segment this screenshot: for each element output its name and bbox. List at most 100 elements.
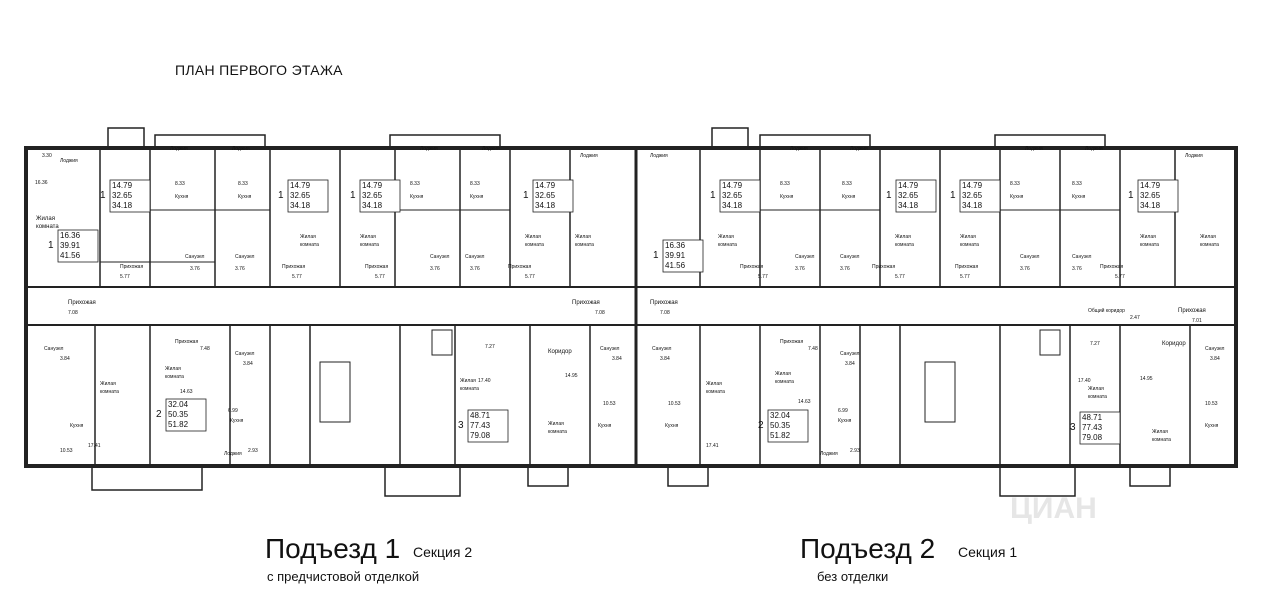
room-label: комната xyxy=(548,429,567,435)
room-label: комната xyxy=(1140,242,1159,248)
stairwell xyxy=(319,361,351,423)
area-label: 14.63 xyxy=(180,389,193,395)
apartment-area-box xyxy=(467,409,509,443)
area-label: 3.76 xyxy=(795,266,805,272)
area-label: 7.48 xyxy=(200,346,210,352)
apartment-living-area: 14.79 xyxy=(1140,181,1161,190)
room-label: Жилая xyxy=(300,234,316,240)
room-label: Санузел xyxy=(185,254,205,260)
area-label: 3.30 xyxy=(42,153,52,159)
room-label: Кухня xyxy=(838,418,852,424)
apartment-area-box xyxy=(57,229,99,263)
area-label: 3.76 xyxy=(840,266,850,272)
apartment-full-area: 34.18 xyxy=(898,201,919,210)
room-label: Лоджия xyxy=(1185,153,1203,159)
area-label: 3.84 xyxy=(243,361,253,367)
room-label: Жилая xyxy=(575,234,591,240)
room-label: комната xyxy=(1088,394,1107,400)
loggia xyxy=(389,134,501,149)
room-label: Кухня xyxy=(1010,194,1024,200)
room-label: Санузел xyxy=(652,346,672,352)
apartment-living-area: 14.79 xyxy=(290,181,311,190)
area-label: 5.77 xyxy=(960,274,970,280)
apartment-total-area: 50.35 xyxy=(770,421,791,430)
area-label: 8.33 xyxy=(842,181,852,187)
room-label: комната xyxy=(36,224,59,230)
room-label: Лоджия xyxy=(224,451,242,457)
area-label: 8.33 xyxy=(1072,181,1082,187)
apartment-full-area: 34.18 xyxy=(112,201,133,210)
room-label: Лоджия xyxy=(60,158,78,164)
room-label: Жилая xyxy=(360,234,376,240)
apartment-living-area: 14.79 xyxy=(898,181,919,190)
area-label: 8.33 xyxy=(410,181,420,187)
area-label: 5.77 xyxy=(895,274,905,280)
area-label: 8.33 xyxy=(1010,181,1020,187)
area-label: 8.33 xyxy=(780,181,790,187)
entrance-2-section: Секция 1 xyxy=(958,544,1018,560)
room-label: комната xyxy=(100,389,119,395)
apartment-rooms: 3 xyxy=(458,420,464,431)
apartment-total-area: 77.43 xyxy=(1082,423,1103,432)
room-label: Лоджия xyxy=(650,153,668,159)
area-label: 6.99 xyxy=(838,408,848,414)
porch xyxy=(667,465,709,487)
room-label: Прихожая xyxy=(282,264,305,270)
apartment-area-box xyxy=(1137,179,1179,213)
area-label: 6.99 xyxy=(228,408,238,414)
apartment-full-area: 41.56 xyxy=(60,251,81,260)
apartment-rooms: 1 xyxy=(48,240,54,251)
area-label: 2.93 xyxy=(850,448,860,454)
area-label: 7.01 xyxy=(1192,318,1202,324)
apartment-rooms: 2 xyxy=(156,409,162,420)
room-label: Кухня xyxy=(470,194,484,200)
elevator xyxy=(1039,329,1061,356)
room-label: Жилая xyxy=(1088,386,1104,392)
apartment-living-area: 14.79 xyxy=(362,181,383,190)
room-label: Кухня xyxy=(842,194,856,200)
room-label: комната xyxy=(165,374,184,380)
room-label: Кухня xyxy=(665,423,679,429)
room-label: Лоджия xyxy=(820,451,838,457)
loggia xyxy=(994,134,1106,149)
apartment-living-area: 32.04 xyxy=(168,400,189,409)
area-label: 16.36 xyxy=(35,180,48,186)
room-label: комната xyxy=(1200,242,1219,248)
apartment-full-area: 51.82 xyxy=(770,431,791,440)
apartment-living-area: 16.36 xyxy=(665,241,686,250)
apartment-rooms: 1 xyxy=(710,190,716,201)
room-label: Прихожая xyxy=(68,300,96,306)
room-label: Прихожая xyxy=(780,339,803,345)
area-label: 3.84 xyxy=(660,356,670,362)
apartment-area-box xyxy=(767,409,809,443)
area-label: 10.53 xyxy=(668,401,681,407)
area-label: 17.40 xyxy=(1078,378,1091,384)
room-label: Жилая xyxy=(36,216,55,222)
room-label: Кухня xyxy=(70,423,84,429)
entrance-1-title: Подъезд 1 xyxy=(265,533,401,564)
loggia xyxy=(154,134,266,149)
room-label: Санузел xyxy=(795,254,815,260)
apartment-full-area: 34.18 xyxy=(962,201,983,210)
apartment-area-box xyxy=(1079,411,1121,445)
room-label: Санузел xyxy=(1205,346,1225,352)
entrance-1-section: Секция 2 xyxy=(413,544,473,560)
plan-title: ПЛАН ПЕРВОГО ЭТАЖА xyxy=(175,62,343,78)
room-label: Санузел xyxy=(600,346,620,352)
apartment-area-box xyxy=(959,179,1001,213)
room-label: комната xyxy=(460,386,479,392)
room-label: Жилая xyxy=(895,234,911,240)
room-label: Жилая xyxy=(718,234,734,240)
room-label: Жилая xyxy=(100,381,116,387)
area-label: 14.95 xyxy=(1140,376,1153,382)
apartment-total-area: 32.65 xyxy=(290,191,311,200)
area-label: 3.84 xyxy=(1210,356,1220,362)
room-label: комната xyxy=(960,242,979,248)
room-label: Жилая xyxy=(548,421,564,427)
room-label: Санузел xyxy=(44,346,64,352)
apartment-full-area: 34.18 xyxy=(722,201,743,210)
room-label: Прихожая xyxy=(572,300,600,306)
room-label: Прихожая xyxy=(365,264,388,270)
apartment-living-area: 32.04 xyxy=(770,411,791,420)
area-label: 5.77 xyxy=(292,274,302,280)
